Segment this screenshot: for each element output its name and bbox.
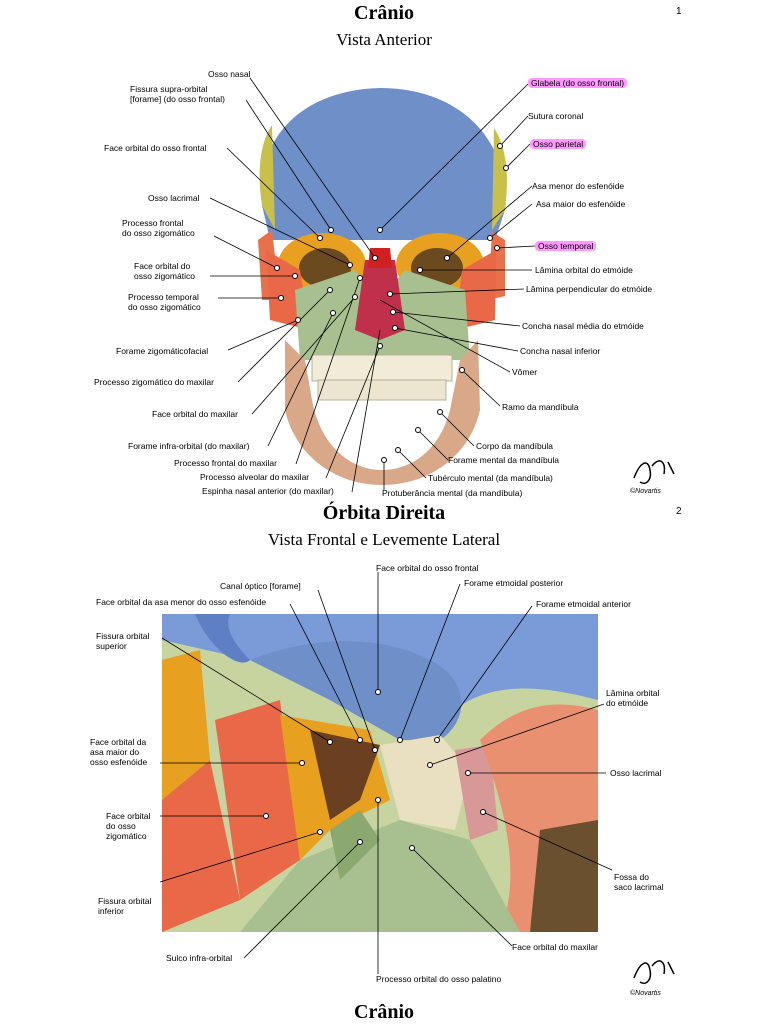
parietal-bone (259, 125, 275, 230)
label-espinha-nasal: Espinha nasal anterior (do maxilar) (202, 486, 334, 496)
label-protuberancia-mental: Protuberância mental (da mandíbula) (382, 488, 523, 498)
leader-lines-left (209, 77, 381, 493)
label-processo-frontal-maxilar: Processo frontal do maxilar (174, 458, 277, 468)
label-glabela: Glabela (do osso frontal) (528, 78, 628, 88)
label-fissura-supra-orbital: Fissura supra-orbital [forame] (do osso … (130, 84, 225, 104)
label-orbit-face-orbital-zigomatico: Face orbital do osso zigomático (106, 811, 151, 841)
label-osso-parietal: Osso parietal (530, 139, 587, 149)
label-processo-orbital-palatino: Processo orbital do osso palatino (376, 974, 502, 984)
label-ramo-mandibula: Ramo da mandíbula (502, 402, 579, 412)
label-osso-lacrimal: Osso lacrimal (148, 193, 200, 203)
novartis-mark-1: ©Novartis (630, 488, 661, 495)
label-forame-mental: Forame mental da mandíbula (448, 455, 560, 465)
label-face-orbital-frontal: Face orbital do osso frontal (104, 143, 207, 153)
label-orbit-face-orbital-maxilar: Face orbital do maxilar (512, 942, 598, 952)
page-mark-2: 2 (676, 506, 682, 517)
label-lamina-orbital-etmoide: Lâmina orbital do etmóide (535, 265, 633, 275)
label-processo-zigomatico-maxilar: Processo zigomático do maxilar (94, 377, 214, 387)
leader-lines-right (379, 83, 536, 490)
label-sulco-infra-orbital: Sulco infra-orbital (166, 953, 233, 963)
label-processo-alveolar-maxilar: Processo alveolar do maxilar (200, 472, 310, 482)
label-osso-temporal: Osso temporal (535, 241, 597, 251)
frontal-bone (261, 88, 506, 240)
label-fissura-orbital-inferior: Fissura orbital inferior (98, 896, 152, 916)
label-forame-etmoidal-posterior: Forame etmoidal posterior (464, 578, 564, 588)
page-mark: 1 (676, 6, 682, 17)
leader-lines-orbit (159, 572, 613, 974)
label-lamina-perpendicular: Lâmina perpendicular do etmóide (526, 284, 653, 294)
section1-title: Crânio (354, 2, 414, 24)
section3-title: Crânio (354, 1001, 414, 1023)
label-asa-maior: Asa maior do esfenóide (536, 199, 626, 209)
label-forame-zigomaticofacial: Forame zigomáticofacial (116, 346, 209, 356)
upper-teeth (311, 354, 453, 382)
label-concha-inferior: Concha nasal inferior (520, 346, 601, 356)
label-forame-infra-orbital: Forame infra-orbital (do maxilar) (128, 441, 250, 451)
label-forame-etmoidal-anterior: Forame etmoidal anterior (536, 599, 631, 609)
label-processo-frontal-zigomatico: Processo frontal do osso zigomático (122, 218, 195, 238)
label-osso-nasal: Osso nasal (208, 69, 251, 79)
marker-dots-2 (263, 689, 486, 851)
label-vomer: Vômer (512, 367, 538, 377)
orbit-illustration (162, 614, 598, 932)
section2-subtitle: Vista Frontal e Levemente Lateral (267, 530, 501, 549)
netter-signature-logo (633, 460, 675, 984)
label-face-orbital-asa-menor: Face orbital da asa menor do osso esfenó… (96, 597, 267, 607)
section2-title: Órbita Direita (322, 502, 446, 524)
label-orbit-face-orbital-frontal: Face orbital do osso frontal (376, 563, 479, 573)
label-processo-temporal-zigomatico: Processo temporal do osso zigomático (128, 292, 201, 312)
label-fossa-saco-lacrimal: Fossa do saco lacrimal (614, 872, 664, 892)
label-face-orbital-maxilar: Face orbital do maxilar (152, 409, 238, 419)
section1-subtitle: Vista Anterior (336, 30, 432, 49)
mandible (285, 340, 480, 485)
lower-teeth (317, 379, 447, 401)
label-orbit-osso-lacrimal: Osso lacrimal (610, 768, 662, 778)
label-face-orbital-asa-maior: Face orbital da asa maior do osso esfenó… (90, 737, 148, 767)
parietal-bone-right (492, 128, 507, 230)
nasal-bone (368, 248, 392, 268)
label-orbit-lamina-orbital-etmoide: Lâmina orbital do etmóide (606, 688, 660, 708)
marker-dots-1 (274, 143, 509, 463)
label-asa-menor: Asa menor do esfenóide (532, 181, 625, 191)
label-sutura-coronal: Sutura coronal (528, 111, 584, 121)
label-canal-optico: Canal óptico [forame] (220, 581, 301, 591)
novartis-mark-2: ©Novartis (630, 990, 661, 997)
label-concha-media: Concha nasal média do etmóide (522, 321, 644, 331)
label-corpo-mandibula: Corpo da mandíbula (476, 441, 554, 451)
label-fissura-orbital-superior: Fissura orbital superior (96, 631, 150, 651)
label-tuberculo-mental: Tubérculo mental (da mandíbula) (428, 473, 553, 483)
label-face-orbital-zigomatico: Face orbital do osso zigomático (134, 261, 195, 281)
